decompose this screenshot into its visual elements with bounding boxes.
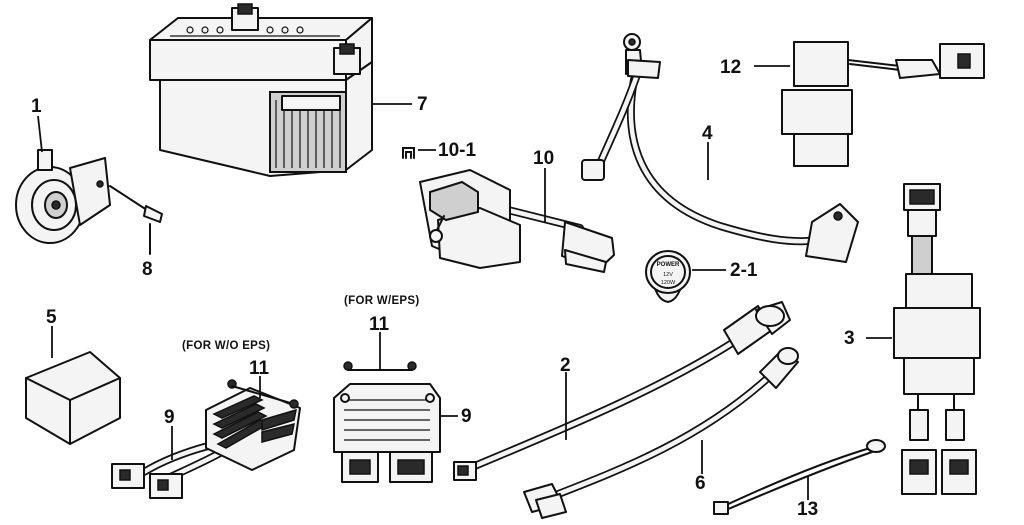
callout-9-regulator-eps: 9 — [461, 406, 472, 427]
callout-4-negative-cable: 4 — [702, 123, 713, 144]
unit-12 — [781, 41, 985, 167]
callout-2-1-socket: 2-1 — [730, 260, 758, 281]
callout-10-starter-relay: 10 — [533, 148, 555, 169]
socket-text-power: POWER — [657, 262, 680, 268]
callout-7-battery: 7 — [417, 94, 428, 115]
callout-5-cover: 5 — [46, 307, 57, 328]
bolt — [109, 185, 163, 255]
callout-6-positive-cable: 6 — [695, 473, 706, 494]
horn — [15, 149, 111, 244]
fuse — [402, 147, 415, 159]
negative-cable — [581, 33, 859, 263]
callout-11-screws-no-eps: 11 — [249, 358, 270, 379]
wire-13 — [713, 439, 886, 515]
callout-12: 12 — [720, 57, 742, 78]
socket-text-wattage: 120W — [661, 280, 676, 286]
callout-10-1-fuse: 10-1 — [438, 140, 477, 161]
callout-13-wire: 13 — [797, 499, 819, 520]
leader-lines — [37, 65, 892, 500]
regulator-with-eps — [333, 361, 441, 483]
regulator-without-eps — [111, 379, 301, 499]
note-with-eps: (FOR W/EPS) — [344, 295, 420, 307]
note-without-eps: (FOR W/O EPS) — [182, 340, 271, 352]
callout-1-horn: 1 — [31, 96, 42, 117]
battery — [149, 3, 373, 177]
socket-text-voltage: 12V — [663, 272, 673, 278]
callout-2-harness: 2 — [560, 355, 571, 376]
callout-9-regulator-no-eps: 9 — [164, 407, 175, 428]
cover-block — [25, 351, 121, 445]
harness-2 — [453, 301, 791, 481]
starter-relay — [419, 169, 615, 273]
callout-3-relay: 3 — [844, 328, 855, 349]
callout-8-bolt: 8 — [142, 259, 153, 280]
callout-11-screws-eps: 11 — [369, 314, 390, 335]
positive-cable — [523, 347, 799, 519]
relay-3 — [893, 183, 981, 495]
power-socket: POWER 12V 120W — [645, 250, 691, 303]
